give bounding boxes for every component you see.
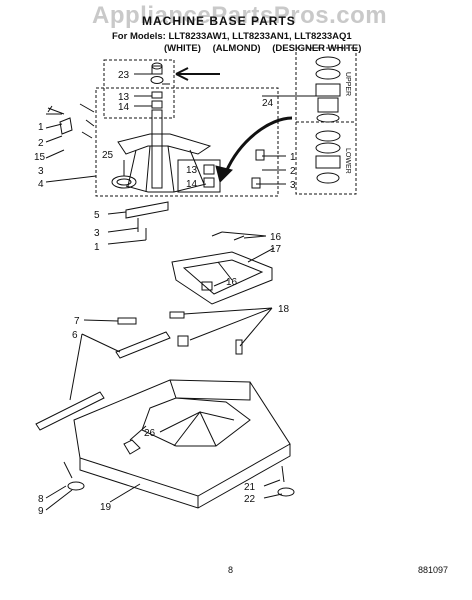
callout-8: 8 — [38, 494, 44, 505]
callout-3-mid: 3 — [94, 228, 100, 239]
callout-13-top: 13 — [118, 92, 130, 103]
callout-7: 7 — [74, 316, 80, 327]
callout-4: 4 — [38, 179, 44, 190]
callout-5: 5 — [94, 210, 100, 221]
callout-21: 21 — [244, 482, 256, 493]
gearcase-group-box — [103, 59, 175, 119]
page-number: 8 — [228, 565, 234, 575]
ring-part — [111, 175, 137, 189]
callout-19: 19 — [100, 502, 112, 513]
callout-16-frame: 16 — [226, 277, 238, 288]
arrow-left-icon — [175, 67, 220, 81]
callout-15: 15 — [34, 152, 46, 163]
callout-18: 18 — [278, 304, 290, 315]
upper-label: UPPER — [344, 72, 351, 96]
callout-14-inset: 14 — [186, 179, 198, 190]
callout-3-left: 3 — [38, 166, 44, 177]
callout-14-top: 14 — [118, 102, 130, 113]
callout-13-inset: 13 — [186, 165, 198, 176]
callout-16-top: 16 — [270, 232, 282, 243]
callout-3-right: 3 — [290, 180, 296, 191]
callout-23: 23 — [118, 70, 130, 81]
callout-1-mid: 1 — [94, 242, 100, 253]
lower-label: LOWER — [344, 148, 351, 174]
callout-1-left: 1 — [38, 122, 44, 133]
callout-6: 6 — [72, 330, 78, 341]
callout-25: 25 — [102, 150, 114, 161]
callout-1-right: 1 — [290, 152, 296, 163]
model-list: For Models: LLT8233AW1, LLT8233AN1, LLT8… — [112, 31, 352, 42]
page-title: MACHINE BASE PARTS — [142, 14, 296, 28]
callout-22: 22 — [244, 494, 256, 505]
callout-17: 17 — [270, 244, 282, 255]
pump-frame — [171, 251, 273, 305]
callout-2-right: 2 — [290, 166, 296, 177]
side-rail-upper — [115, 331, 171, 359]
callout-26: 26 — [144, 428, 156, 439]
mechanism-group-box — [95, 87, 279, 197]
variant-white: (WHITE) — [164, 43, 201, 54]
side-rail-lower — [35, 391, 105, 431]
spider-frame — [117, 133, 212, 155]
document-number: 881097 — [418, 565, 449, 575]
bracket-part — [125, 201, 169, 219]
watermark: AppliancePartsPros.com — [92, 2, 388, 29]
bearing-group-box — [295, 47, 357, 195]
callout-2-left: 2 — [38, 138, 44, 149]
callout-9: 9 — [38, 506, 44, 517]
curved-arrow-icon — [224, 116, 293, 173]
callout-24: 24 — [262, 98, 274, 109]
variant-almond: (ALMOND) — [212, 43, 261, 54]
